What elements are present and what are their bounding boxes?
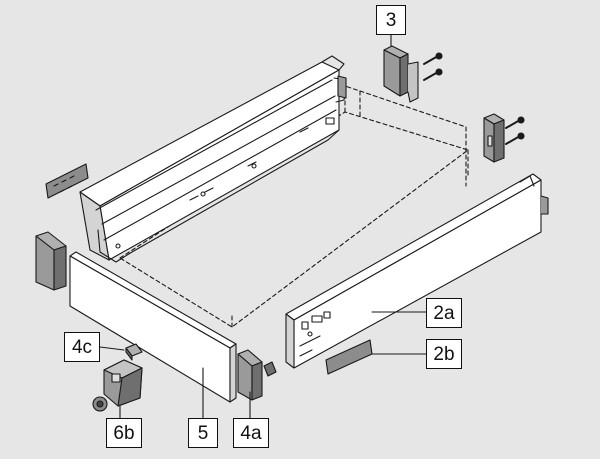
callout-2a: 2a bbox=[426, 298, 462, 328]
callout-4a: 4a bbox=[233, 418, 269, 448]
clip-4c bbox=[125, 343, 143, 361]
left-side-panel bbox=[79, 55, 347, 263]
adjuster-6b bbox=[92, 359, 143, 412]
leader-4c bbox=[99, 346, 125, 351]
callout-4c: 4c bbox=[64, 332, 100, 362]
front-cap-left bbox=[35, 231, 67, 291]
right-side-panel bbox=[285, 173, 549, 369]
callout-3: 3 bbox=[376, 5, 406, 35]
left-back-plate bbox=[45, 163, 89, 199]
rear-clip bbox=[337, 75, 347, 99]
front-cap-4a bbox=[237, 349, 277, 401]
callout-2b: 2b bbox=[426, 339, 462, 369]
rear-bracket-right bbox=[483, 113, 505, 163]
callout-6b: 6b bbox=[106, 418, 142, 448]
rear-wall-outline bbox=[359, 90, 467, 187]
callout-5: 5 bbox=[188, 418, 218, 448]
front-panel bbox=[69, 251, 237, 403]
screws bbox=[423, 52, 525, 145]
rear-bracket-3 bbox=[383, 45, 419, 103]
